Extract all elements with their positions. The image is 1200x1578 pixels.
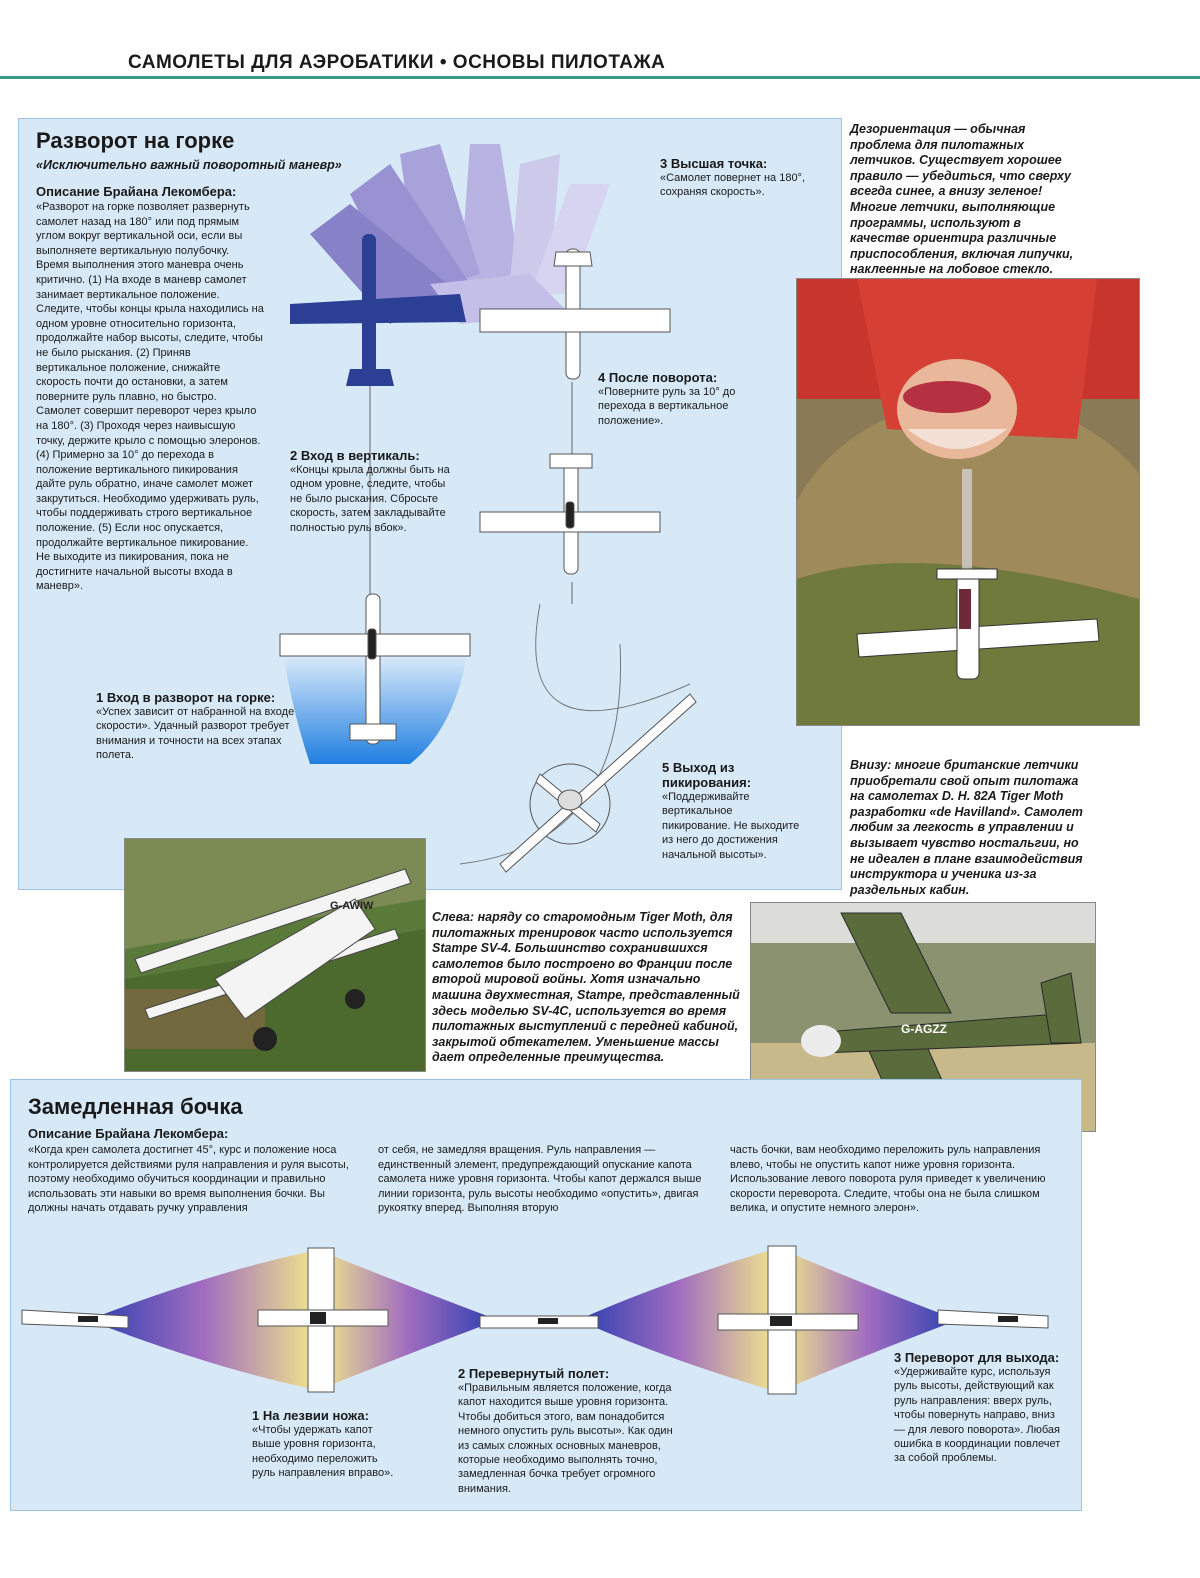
stall-turn-subtitle: «Исключительно важный поворотный маневр» <box>36 158 342 172</box>
stall-step-5-text: «Поддерживайте вертикальное пикирование.… <box>662 791 800 861</box>
slow-roll-col1: «Когда крен самолета достигнет 45°, курс… <box>28 1144 349 1215</box>
tiger-registration: G-AGZZ <box>901 1022 947 1036</box>
stall-step-4-text: «Поверните руль за 10° до перехода в вер… <box>598 386 736 427</box>
caption-disorientation: Дезориентация — обычная проблема для пил… <box>850 122 1074 277</box>
roll-step-2-text: «Правильным является положение, когда ка… <box>458 1382 673 1495</box>
stall-step-3-text: «Самолет повернет на 180°, сохраняя скор… <box>660 172 806 199</box>
stall-step-1: 1 Вход в разворот на горке: «Успех завис… <box>96 690 322 763</box>
slow-roll-title: Замедленная бочка <box>28 1094 243 1119</box>
stampe-photo: G-AWIW <box>124 838 426 1072</box>
stall-step-2-text: «Концы крыла должны быть на одном уровне… <box>290 464 450 534</box>
stall-turn-desc-text: «Разворот на горке позволяет развернуть … <box>36 201 264 593</box>
roll-step-1-title: 1 На лезвии ножа: <box>252 1408 369 1423</box>
stall-step-4-title: 4 После поворота: <box>598 370 718 385</box>
plane-descending <box>479 453 661 575</box>
slow-roll-col3: часть бочки, вам необходимо переложить р… <box>730 1144 1046 1215</box>
stall-step-1-text: «Успех зависит от набранной на входе ско… <box>96 706 295 762</box>
header-rule <box>0 76 1200 79</box>
plane-top-white <box>479 248 671 380</box>
roll-step-2-title: 2 Перевернутый полет: <box>458 1366 610 1381</box>
stall-step-3: 3 Высшая точка: «Самолет повернет на 180… <box>660 156 830 200</box>
roll-step-1-text: «Чтобы удержать капот выше уровня горизо… <box>252 1424 394 1480</box>
stall-turn-title: Разворот на горке <box>36 128 235 153</box>
fan-silhouettes <box>310 144 610 324</box>
pilot-photo <box>796 278 1140 726</box>
roll-step-3-text: «Удерживайте курс, используя руль высоты… <box>894 1366 1061 1465</box>
roll-step-2: 2 Перевернутый полет: «Правильным являет… <box>458 1366 684 1496</box>
stall-step-4: 4 После поворота: «Поверните руль за 10°… <box>598 370 768 428</box>
slow-roll-diagram <box>21 1245 1049 1395</box>
caption-stampe: Слева: наряду со старомодным Tiger Moth,… <box>432 910 740 1065</box>
stampe-registration: G-AWIW <box>330 900 374 912</box>
caption-tiger-moth: Внизу: многие британские летчики приобре… <box>850 758 1083 897</box>
stall-step-5: 5 Выход из пикирования: «Поддерживайте в… <box>662 760 802 862</box>
stall-step-1-title: 1 Вход в разворот на горке: <box>96 690 276 705</box>
slow-roll-desc-heading: Описание Брайана Лекомбера: <box>28 1126 229 1141</box>
stall-step-3-title: 3 Высшая точка: <box>660 156 768 171</box>
stall-turn-diagram <box>279 144 697 873</box>
stall-step-5-title: 5 Выход из пикирования: <box>662 760 752 790</box>
stall-step-2: 2 Вход в вертикаль: «Концы крыла должны … <box>290 448 450 535</box>
stall-turn-desc-heading: Описание Брайана Лекомбера: <box>36 184 237 199</box>
roll-step-1: 1 На лезвии ножа: «Чтобы удержать капот … <box>252 1408 402 1481</box>
stall-step-2-title: 2 Вход в вертикаль: <box>290 448 420 463</box>
roll-step-3-title: 3 Переворот для выхода: <box>894 1350 1060 1365</box>
page-header-title: САМОЛЕТЫ ДЛЯ АЭРОБАТИКИ • ОСНОВЫ ПИЛОТАЖ… <box>128 52 666 73</box>
plane-entry-vertical <box>290 234 466 386</box>
plane-entry <box>279 593 471 745</box>
plane-exit <box>499 693 697 873</box>
roll-step-3: 3 Переворот для выхода: «Удерживайте кур… <box>894 1350 1062 1466</box>
slow-roll-col2: от себя, не замедляя вращения. Руль напр… <box>378 1144 702 1215</box>
